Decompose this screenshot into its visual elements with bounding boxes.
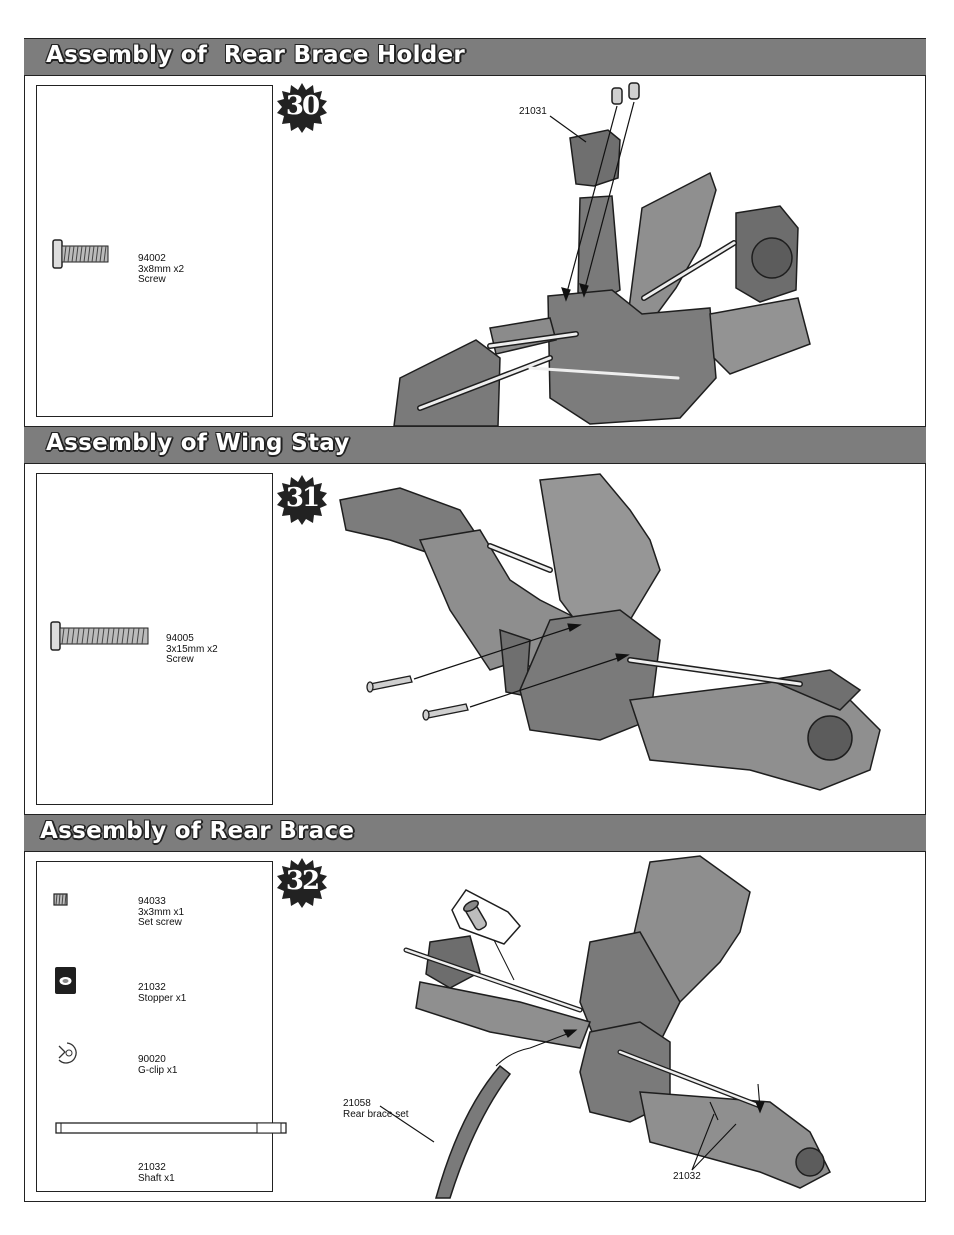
screw-icon: [50, 621, 149, 651]
section-header-rear-brace-holder: Assembly of Rear Brace Holder: [24, 38, 926, 76]
stopper-icon: [55, 967, 76, 994]
step-badge-icon: [277, 475, 327, 525]
section-title: Assembly of Rear Brace: [40, 818, 355, 844]
step-number: 30: [285, 91, 320, 121]
set-screw-icon: [53, 893, 68, 906]
step-number: 32: [285, 866, 320, 896]
rear-brace-holder-diagram: [393, 82, 811, 427]
callout-21032: 21032: [673, 1171, 701, 1182]
screw-icon: [52, 239, 109, 269]
section-title: Assembly of Wing Stay: [46, 430, 350, 456]
wing-stay-diagram: [339, 473, 881, 791]
section-header-wing-stay: Assembly of Wing Stay: [24, 426, 926, 464]
step-number: 31: [285, 483, 320, 513]
step-badge-31: 31: [276, 474, 328, 526]
step-badge-icon: [277, 83, 327, 133]
shaft-icon: [55, 1122, 287, 1134]
section-title: Assembly of Rear Brace Holder: [46, 42, 466, 68]
step-badge-icon: [277, 858, 327, 908]
callout-21031: 21031: [519, 106, 547, 117]
step-badge-30: 30: [276, 82, 328, 134]
rear-brace-diagram: [379, 855, 831, 1199]
section-header-rear-brace: Assembly of Rear Brace: [24, 814, 926, 852]
g-clip-icon: [58, 1042, 77, 1064]
step-badge-32: 32: [276, 857, 328, 909]
